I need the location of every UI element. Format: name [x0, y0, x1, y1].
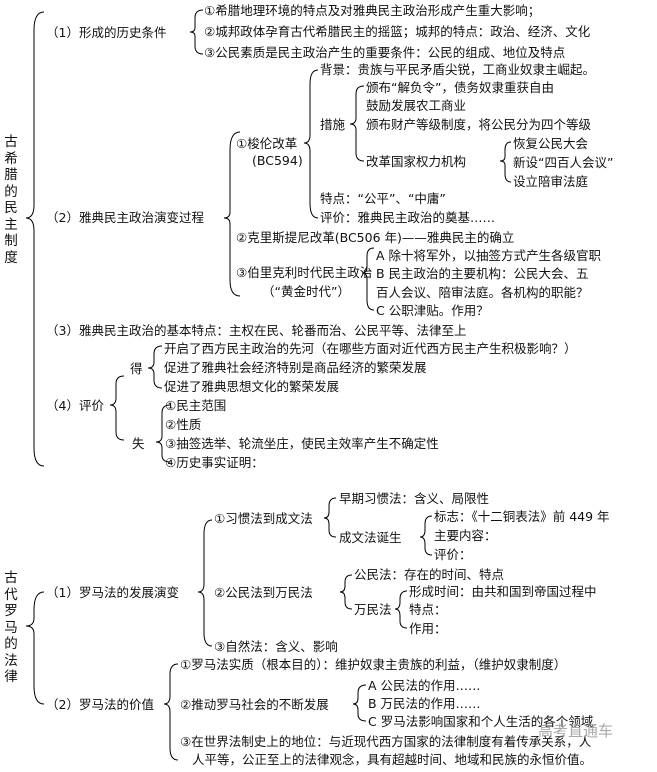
- natural-law: ③自然法：含义、影响: [214, 639, 338, 654]
- solon-reform-label: 改革国家权力机构: [366, 154, 467, 169]
- loss-item: ②性质: [165, 417, 202, 432]
- promote-item: C 罗马法影响国家和个人生活的各个领域: [368, 714, 594, 729]
- greece-s1-item: ①希腊地理环境的特点及对雅典民主政治形成产生重大影响；: [204, 3, 541, 18]
- greece-s1-item: ③公民素质是民主政治产生的重要条件：公民的组成、地位及特点: [204, 45, 566, 60]
- greece-s4-label: （4）评价: [46, 398, 104, 413]
- rome-s2-label: （2）罗马法的价值: [46, 697, 154, 712]
- solon-background: 背景：贵族与平民矛盾尖锐，工商业奴隶主崛起。: [320, 62, 596, 77]
- solon-reform-item: 新设“四百人会议”: [513, 155, 614, 170]
- written-law-item: 主要内容：: [434, 528, 497, 543]
- evaluation-gain-label: 得: [130, 361, 143, 376]
- gain-item: 促进了雅典社会经济特别是商品经济的繁荣发展: [164, 360, 427, 375]
- greece-title-char: 度: [4, 249, 18, 266]
- solon-measure: 鼓励发展农工商业: [366, 98, 467, 113]
- loss-item: ①民主范围: [165, 398, 227, 413]
- pericles-item: C 公职津贴。作用？: [376, 303, 489, 318]
- early-custom-law: 早期习惯法：含义、局限性: [339, 491, 490, 506]
- greece-title-char: 腊: [4, 167, 18, 183]
- greece-title-char: 的: [4, 183, 18, 200]
- law-essence: ①罗马法实质（根本目的）：维护奴隶主贵族的利益，（维护奴隶制度）: [180, 657, 567, 672]
- promote-development: ②推动罗马社会的不断发展: [180, 697, 329, 712]
- jus-gentium-item: 作用：: [409, 621, 447, 636]
- greece-title-char: 希: [4, 150, 18, 167]
- greece-s1-label: （1）形成的历史条件: [46, 25, 167, 40]
- jus-gentium-item: 特点：: [409, 602, 447, 617]
- rome-title-char: 马: [4, 619, 18, 636]
- gain-item: 促进了雅典思想文化的繁荣发展: [164, 379, 340, 394]
- greece-s1-item: ②城邦政体孕育古代希腊民主的摇篮；城邦的特点：政治、经济、文化: [204, 24, 591, 39]
- rome-title-char: 律: [4, 669, 18, 685]
- solon-reform-item: 恢复公民大会: [513, 136, 589, 151]
- civil-law-name: ②公民法到万民法: [214, 585, 313, 600]
- greece-s3-label: （3）雅典民主政治的基本特点：主权在民、轮番而治、公民平等、法律至上: [46, 323, 467, 338]
- solon-year: (BC594): [252, 153, 303, 168]
- pericles-golden-age: （“黄金时代”）: [262, 284, 350, 299]
- written-law-item: 标志：《十二铜表法》前 449 年: [434, 509, 610, 524]
- cleisthenes-reform: ②克里斯提尼改革(BC506 年)——雅典民主的确立: [236, 230, 515, 245]
- solon-measure: 颁布“解负令”，债务奴隶重获自由: [366, 80, 554, 95]
- loss-item: ④历史事实证明：: [165, 455, 264, 470]
- jus-gentium-item: 形成时间：由共和国到帝国过程中: [409, 584, 597, 599]
- rome-title-char: 的: [4, 636, 18, 652]
- pericles-item: B 民主政治的主要机构：公民大会、五: [376, 266, 589, 281]
- rome-title-char: 罗: [4, 603, 18, 619]
- custom-law-name: ①习惯法到成文法: [214, 511, 313, 526]
- solon-measure: 颁布财产等级制度，将公民分为四个等级: [366, 117, 592, 132]
- solon-name: ①梭伦改革: [236, 136, 298, 151]
- pericles-item: A 除十将军外，以抽签方式产生各级官职: [376, 248, 602, 263]
- rome-title: 古 代 罗 马 的 法 律: [3, 570, 19, 686]
- jus-gentium-label: 万民法: [354, 602, 392, 617]
- pericles-item: 百人会议、陪审法庭。各机构的职能？: [376, 285, 589, 300]
- solon-evaluation: 评价：雅典民主政治的奠基……: [320, 210, 496, 225]
- watermark: 高考直通车: [538, 722, 614, 740]
- gain-item: 开启了西方民主政治的先河（在哪些方面对近代西方民主产生积极影响？）: [164, 341, 577, 356]
- promote-item: B 万民法的作用……: [368, 696, 481, 711]
- greece-s2-label: （2）雅典民主政治演变过程: [46, 210, 204, 225]
- solon-reform-item: 设立陪审法庭: [513, 174, 589, 189]
- promote-item: A 公民法的作用……: [368, 678, 481, 693]
- law-status-line: ③在世界法制史上的地位：与近现代西方国家的法律制度有着传承关系，人: [180, 734, 592, 749]
- civil-law-desc: 公民法：存在的时间、特点: [354, 567, 505, 582]
- rome-s1-label: （1）罗马法的发展演变: [46, 585, 179, 600]
- greece-title-char: 古: [4, 134, 18, 150]
- written-law-label: 成文法诞生: [339, 530, 402, 545]
- solon-measures-label: 措施: [320, 117, 346, 132]
- written-law-item: 评价：: [434, 547, 472, 562]
- rome-title-char: 法: [4, 652, 18, 669]
- pericles-name: ③伯里克利时代民主政治: [236, 265, 373, 280]
- greece-title-char: 主: [4, 216, 18, 233]
- greece-title-char: 制: [4, 233, 18, 249]
- greece-title: 古 希 腊 的 民 主 制 度: [3, 134, 19, 266]
- evaluation-loss-label: 失: [132, 436, 145, 451]
- rome-title-char: 代: [4, 586, 18, 603]
- law-status-line: 人平等，公正至上的法律观念，具有超越时间、地域和民族的永恒价值。: [192, 752, 593, 767]
- solon-feature: 特点：“公平”、“中庸”: [320, 191, 446, 206]
- rome-title-char: 古: [4, 570, 18, 586]
- loss-item: ③抽签选举、轮流坐庄，使民主效率产生不确定性: [165, 436, 439, 451]
- greece-title-char: 民: [4, 200, 18, 216]
